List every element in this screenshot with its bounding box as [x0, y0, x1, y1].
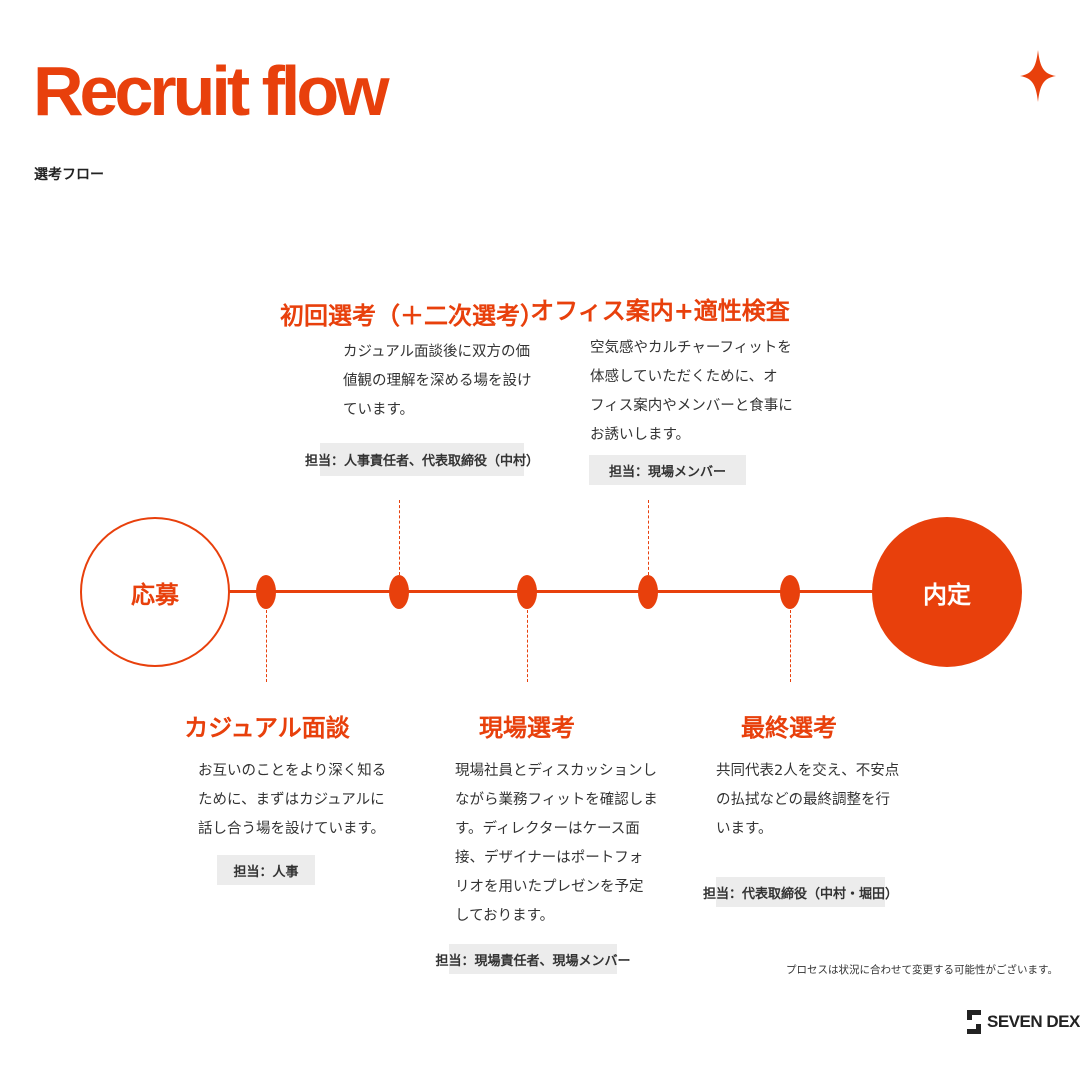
start-node: 応募 [80, 517, 230, 667]
timeline-line [195, 590, 910, 593]
connector-1 [266, 610, 267, 682]
company-logo: SEVEN DEX [967, 1010, 1080, 1034]
connector-2 [399, 500, 400, 575]
step-owner-badge: 担当：人事 [217, 855, 315, 885]
page-subtitle: 選考フロー [34, 167, 104, 183]
step-description: カジュアル面談後に双方の価 値観の理解を深める場を設け ています。 [343, 344, 532, 418]
step-title: 最終選考 [741, 714, 837, 742]
step-owner-badge: 担当：代表取締役（中村・堀田） [703, 877, 898, 907]
logo-mark-icon [967, 1010, 981, 1034]
step-title: カジュアル面談 [184, 714, 350, 742]
logo-text: SEVEN DEX [987, 1012, 1080, 1031]
end-node: 内定 [872, 517, 1022, 667]
step-dot-3 [517, 575, 537, 609]
step-description: お互いのことをより深く知る ために、まずはカジュアルに 話し合う場を設けています… [198, 763, 387, 837]
step-title: オフィス案内+適性検査 [530, 297, 790, 325]
step-description: 現場社員とディスカッションし ながら業務フィットを確認しま す。ディレクターはケ… [455, 763, 658, 924]
connector-4 [648, 500, 649, 575]
step-owner-badge: 担当：人事責任者、代表取締役（中村） [305, 443, 539, 476]
page-title: Recruit flow [33, 52, 390, 130]
step-title: 現場選考 [479, 714, 575, 742]
connector-5 [790, 610, 791, 682]
step-owner-badge: 担当：現場メンバー [589, 455, 746, 485]
step-description: 空気感やカルチャーフィットを 体感していただくために、オ フィス案内やメンバーと… [590, 340, 793, 443]
disclaimer-note: プロセスは状況に合わせて変更する可能性がございます。 [786, 964, 1058, 976]
step-owner-badge: 担当：現場責任者、現場メンバー [436, 944, 631, 974]
step-dot-4 [638, 575, 658, 609]
step-dot-1 [256, 575, 276, 609]
connector-3 [527, 610, 528, 682]
sparkle-icon [1020, 50, 1056, 102]
step-dot-5 [780, 575, 800, 609]
step-description: 共同代表2人を交え、不安点 の払拭などの最終調整を行 います。 [716, 763, 900, 837]
step-dot-2 [389, 575, 409, 609]
step-title: 初回選考（＋二次選考） [280, 302, 544, 330]
